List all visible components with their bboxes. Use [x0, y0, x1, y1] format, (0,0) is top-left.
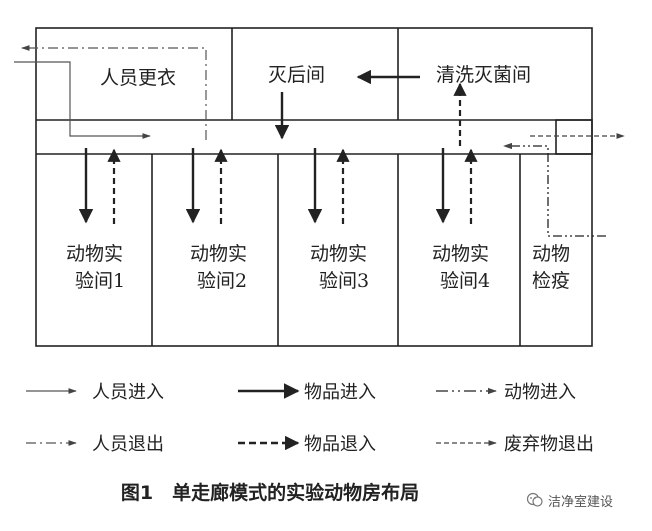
personnel-exit-path	[21, 45, 207, 140]
room-lab3-label-line2: 验间3	[319, 270, 369, 292]
room-wash-sterilize-label: 清洗灭菌间	[436, 64, 531, 86]
wechat-logo-icon	[526, 492, 543, 507]
room-lab1-label-line2: 验间1	[75, 270, 125, 292]
room-quarantine-label-line2: 检疫	[532, 270, 570, 292]
legend-label-goods-return: 物品退入	[304, 434, 376, 455]
legend-label-personnel-exit: 人员退出	[92, 434, 164, 455]
figure-caption: 图1 单走廊模式的实验动物房布局	[120, 482, 420, 504]
building-outline	[35, 27, 593, 347]
room-lab3-label-line1: 动物实	[310, 243, 367, 265]
room-lab2-label-line1: 动物实	[190, 243, 247, 265]
watermark-text: 洁净室建设	[548, 494, 614, 510]
room-lab4-label-line2: 验间4	[440, 270, 490, 292]
legend-label-personnel-entry: 人员进入	[92, 382, 164, 403]
room-lab2-label-line2: 验间2	[197, 270, 247, 292]
room-lab1-label-line1: 动物实	[66, 243, 123, 265]
legend-label-waste-exit: 废弃物退出	[504, 434, 594, 455]
legend: 人员进入 物品进入 动物进入 人员退出 物品退入 废弃物退出	[26, 382, 594, 455]
personnel-entry-path	[14, 61, 151, 139]
room-lab4-label-line1: 动物实	[432, 243, 489, 265]
animal-entry-path	[503, 142, 606, 237]
floor-plan	[35, 27, 593, 347]
watermark: 洁净室建设	[526, 487, 650, 513]
airlock-box	[555, 119, 593, 155]
room-changing-label: 人员更衣	[100, 67, 176, 89]
room-sterile-store-label: 灭后间	[268, 64, 325, 86]
legend-label-goods-entry: 物品进入	[304, 382, 376, 403]
legend-label-animal-entry: 动物进入	[504, 382, 576, 403]
room-quarantine-label-line1: 动物	[532, 243, 570, 265]
